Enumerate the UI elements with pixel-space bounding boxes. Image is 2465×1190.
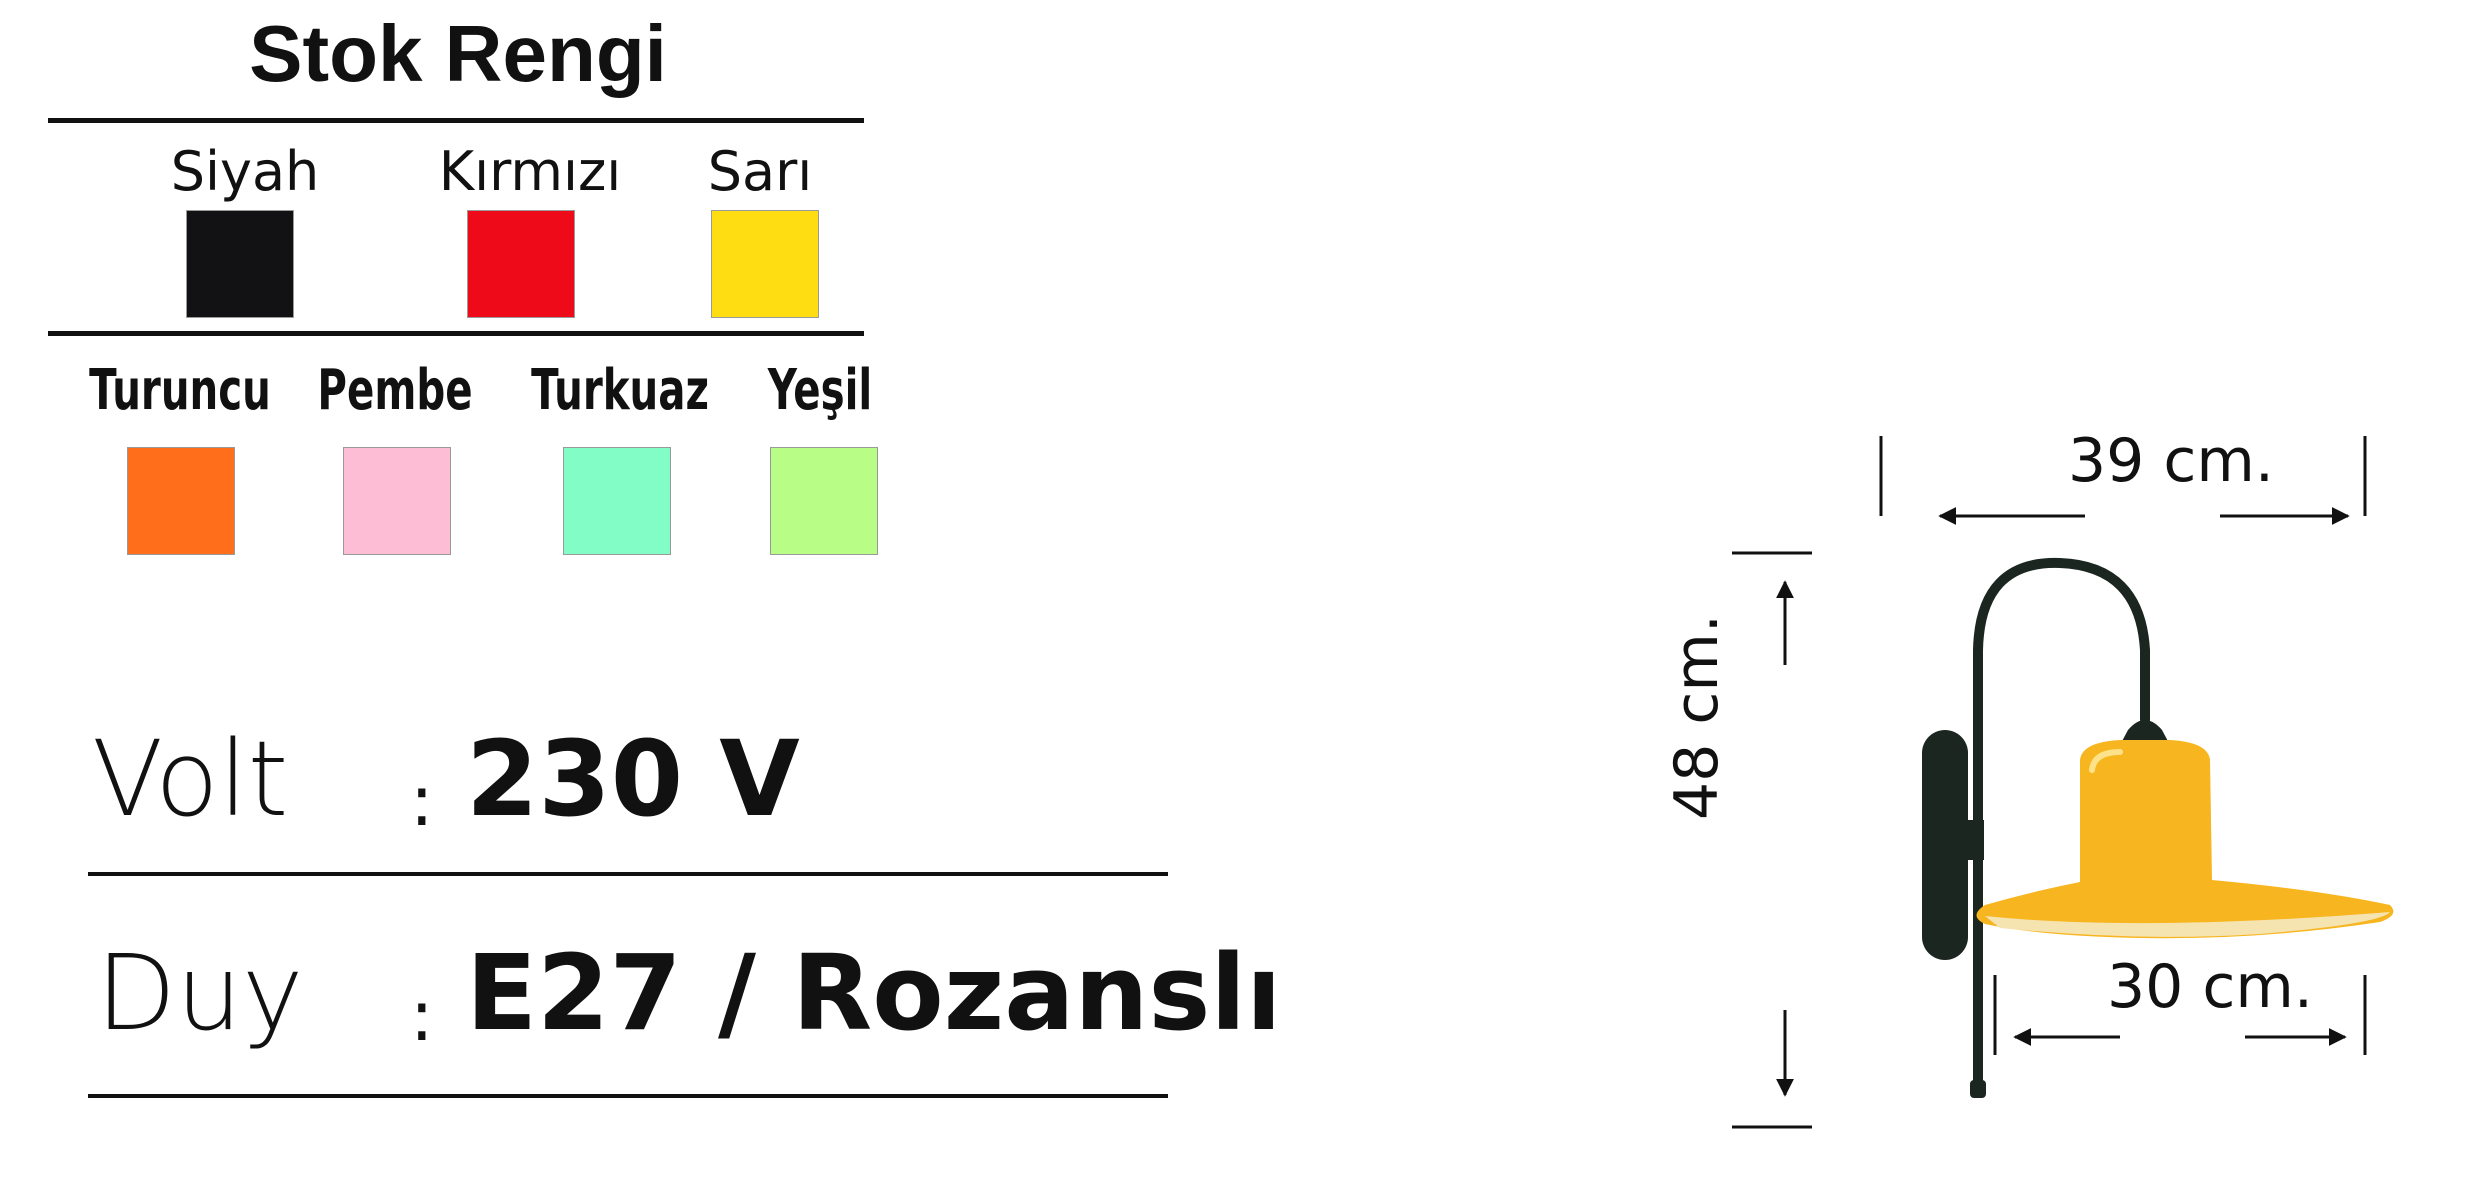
color-swatch-kirmizi — [467, 210, 575, 318]
stock-color-title: Stok Rengi — [249, 9, 667, 98]
lamp-shade — [1976, 740, 2394, 939]
color-label-kirmizi: Kırmızı — [438, 140, 622, 203]
lamp-arm — [1973, 557, 2150, 1095]
color-swatch-sari — [711, 210, 819, 318]
lamp-arm-foot — [1970, 1080, 1986, 1098]
row-divider — [48, 331, 864, 336]
spec-colon-duy: : — [410, 975, 434, 1057]
color-swatch-turkuaz — [563, 447, 671, 555]
spec-label-volt: Volt — [92, 718, 289, 840]
dimension-height: 48 cm. — [1662, 614, 1732, 820]
spec-colon-volt: : — [410, 760, 434, 842]
spec-divider-1 — [88, 872, 1168, 876]
spec-value-volt: 230 V — [466, 718, 800, 840]
color-label-siyah: Siyah — [170, 140, 320, 203]
color-label-turuncu: Turuncu — [89, 358, 271, 423]
color-swatch-yesil — [770, 447, 878, 555]
spec-value-duy: E27 / Rozanslı — [466, 932, 1282, 1054]
color-label-pembe: Pembe — [317, 358, 473, 423]
spec-divider-2 — [88, 1094, 1168, 1098]
spec-label-duy: Duy — [96, 932, 304, 1054]
color-swatch-pembe — [343, 447, 451, 555]
title-divider — [48, 118, 864, 123]
color-swatch-siyah — [186, 210, 294, 318]
color-label-turkuaz: Turkuaz — [531, 358, 709, 423]
lamp-shade-rim — [1985, 912, 2390, 937]
dimension-width-bottom: 30 cm. — [2107, 952, 2313, 1022]
lamp-socket — [2120, 720, 2170, 745]
color-swatch-turuncu — [127, 447, 235, 555]
wall-lamp-illustration — [1732, 436, 2394, 1129]
color-label-sari: Sarı — [707, 140, 813, 203]
dimension-width-top: 39 cm. — [2068, 426, 2274, 496]
color-label-yesil: Yeşil — [767, 358, 873, 423]
lamp-shade-highlight — [2089, 749, 2123, 773]
wall-plate — [1922, 730, 1968, 960]
